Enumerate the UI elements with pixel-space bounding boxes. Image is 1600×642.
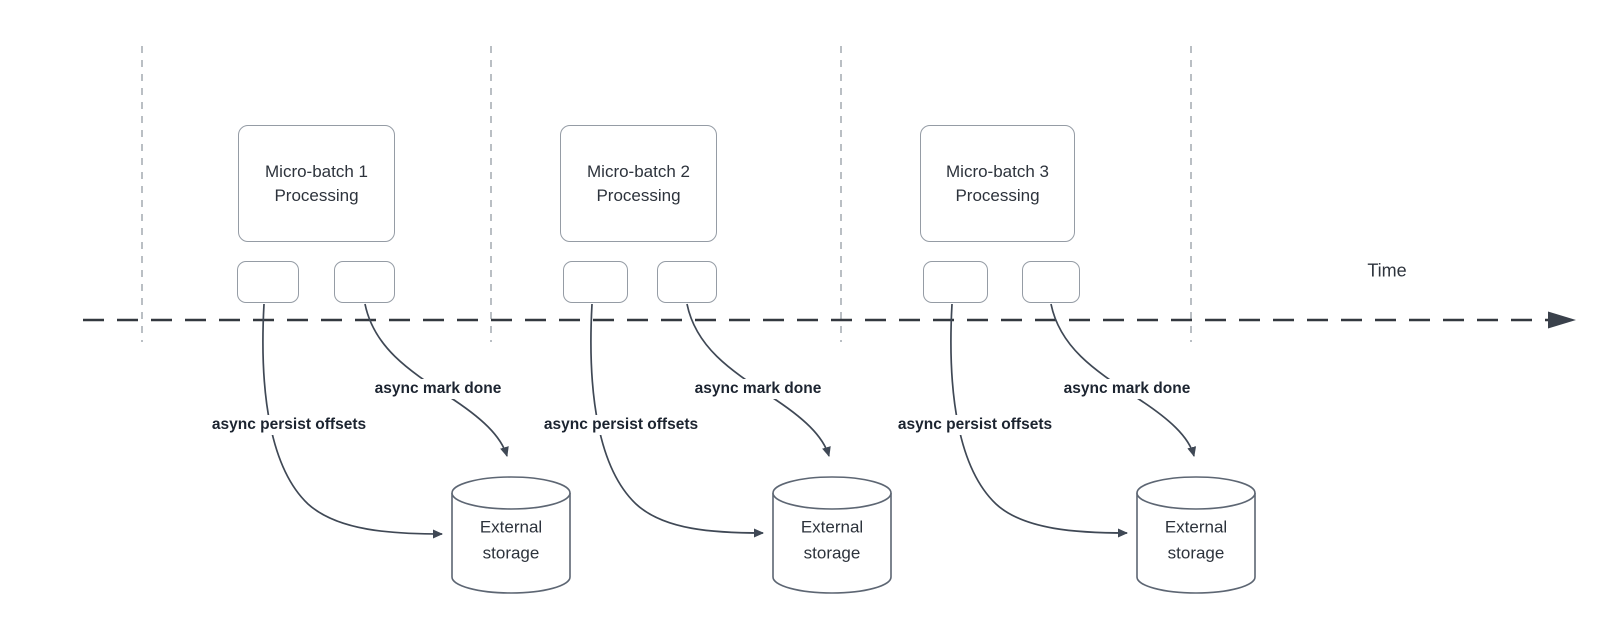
time-axis (83, 311, 1576, 329)
batch-3-storage-cylinder-icon (1136, 476, 1256, 594)
batch-2-sub-box-right (657, 261, 717, 303)
time-label: Time (1367, 260, 1407, 281)
batch-3-external-storage-label: External storage (1164, 517, 1228, 563)
batch-2-storage-cylinder-icon (772, 476, 892, 594)
batch-3-sub-box-left (923, 261, 988, 303)
time-axis-arrowhead-icon (1548, 311, 1576, 329)
batch-3-mark-done-label: async mark done (1060, 379, 1194, 399)
batch-2-mark-done-label: async mark done (691, 379, 825, 399)
micro-batch-1-processing-box: Micro-batch 1 Processing (238, 125, 395, 242)
batch-1-sub-box-right (334, 261, 395, 303)
batch-1-sub-box-left (237, 261, 299, 303)
batch-1-persist-offsets-arrow (262, 303, 443, 539)
batch-1-storage-cylinder-icon (451, 476, 571, 594)
batch-1-external-storage-label: External storage (479, 517, 543, 563)
batch-3-sub-box-right (1022, 261, 1080, 303)
batch-1-persist-offsets-label: async persist offsets (208, 415, 370, 435)
micro-batch-2-processing-box: Micro-batch 2 Processing (560, 125, 717, 242)
batch-2-persist-offsets-arrow (590, 303, 764, 538)
batch-1-mark-done-label: async mark done (371, 379, 505, 399)
batch-3-persist-offsets-label: async persist offsets (894, 415, 1056, 435)
batch-2-sub-box-left (563, 261, 628, 303)
micro-batch-3-processing-box: Micro-batch 3 Processing (920, 125, 1075, 242)
batch-2-external-storage-label: External storage (800, 517, 864, 563)
batch-3-persist-offsets-arrow (950, 303, 1128, 538)
batch-2-persist-offsets-label: async persist offsets (540, 415, 702, 435)
